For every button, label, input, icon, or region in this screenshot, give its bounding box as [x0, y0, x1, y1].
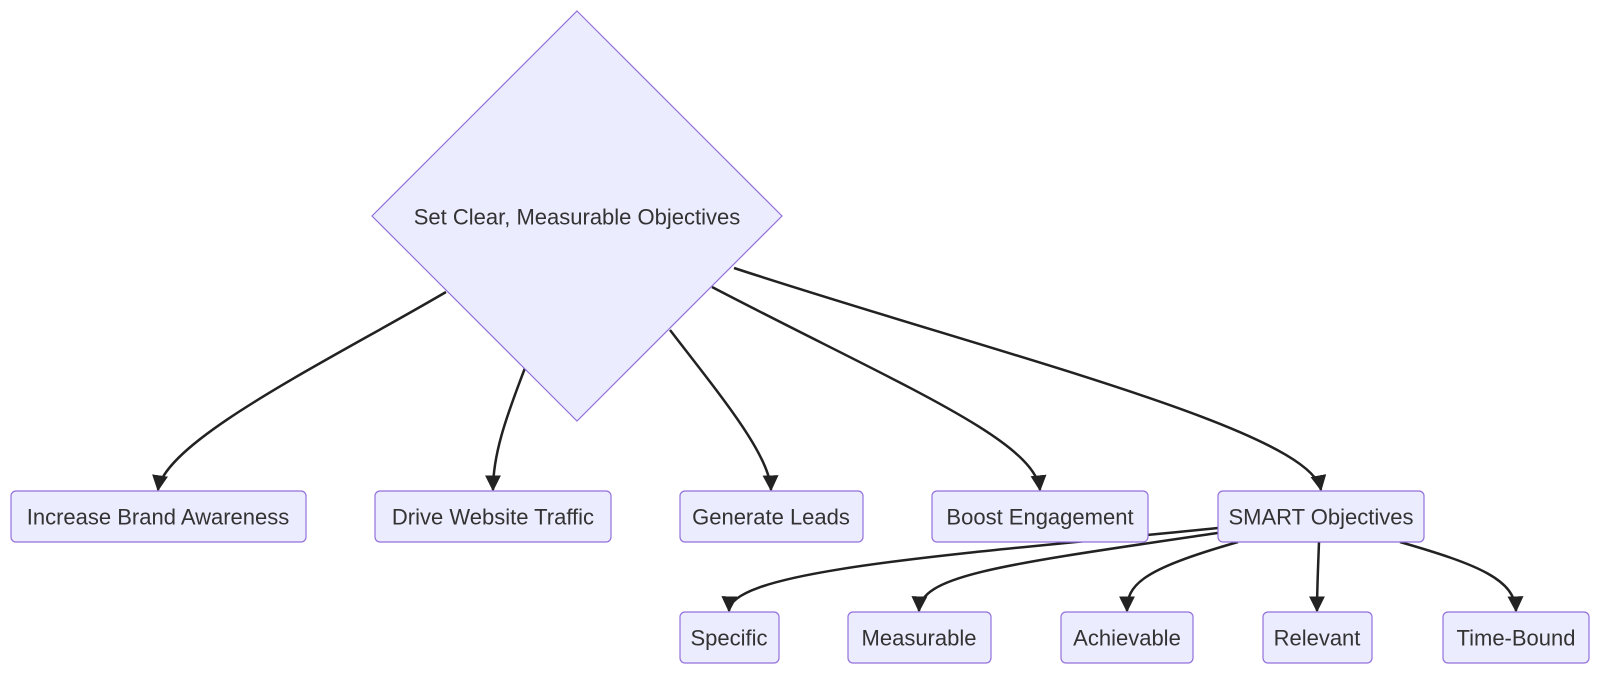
node-box [374, 490, 612, 543]
node-specific[interactable]: Specific [679, 611, 780, 664]
edge-smart-to-achievable [1119, 540, 1239, 613]
node-label: Drive Website Traffic [392, 505, 594, 530]
edge-root-to-smart [733, 266, 1327, 492]
node-root-decision[interactable]: Set Clear, Measurable Objectives [371, 10, 783, 422]
node-box [847, 611, 992, 664]
node-label: Time-Bound [1456, 626, 1575, 651]
edge-root-to-traffic [485, 367, 527, 492]
node-relevant[interactable]: Relevant [1262, 611, 1373, 664]
edge-root-to-leads [669, 329, 779, 492]
node-label: Specific [690, 626, 767, 651]
node-generate-leads[interactable]: Generate Leads [679, 490, 864, 543]
node-box [1262, 611, 1373, 664]
node-boost-engagement[interactable]: Boost Engagement [931, 490, 1149, 543]
decision-diamond [371, 10, 783, 422]
node-label: Achievable [1073, 626, 1181, 651]
root-label: Set Clear, Measurable Objectives [414, 205, 741, 230]
node-increase-brand-awareness[interactable]: Increase Brand Awareness [10, 490, 307, 543]
node-box [1442, 611, 1590, 664]
edge-smart-to-relevant [1309, 541, 1326, 613]
node-box [1217, 490, 1425, 543]
node-label: Relevant [1274, 626, 1361, 651]
node-label: Increase Brand Awareness [27, 505, 290, 530]
node-label: Measurable [862, 626, 977, 651]
node-box [10, 490, 307, 543]
node-measurable[interactable]: Measurable [847, 611, 992, 664]
edge-root-to-brand [152, 290, 447, 492]
node-label: Generate Leads [692, 505, 850, 530]
node-label: Boost Engagement [946, 505, 1133, 530]
edges-root [152, 266, 1327, 492]
node-box [931, 490, 1149, 543]
node-label: SMART Objectives [1228, 505, 1413, 530]
node-box [679, 490, 864, 543]
edge-smart-to-timebound [1399, 540, 1524, 613]
node-time-bound[interactable]: Time-Bound [1442, 611, 1590, 664]
node-box [679, 611, 780, 664]
node-smart-objectives[interactable]: SMART Objectives [1217, 490, 1425, 543]
edge-root-to-engage [711, 285, 1047, 492]
node-achievable[interactable]: Achievable [1060, 611, 1194, 664]
node-box [1060, 611, 1194, 664]
edge-smart-to-measurable [911, 530, 1225, 613]
node-drive-website-traffic[interactable]: Drive Website Traffic [374, 490, 612, 543]
